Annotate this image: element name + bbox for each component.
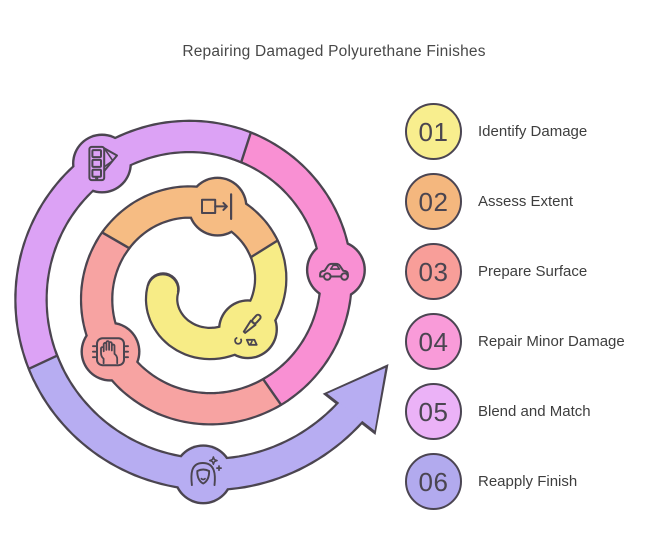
step-number-badge: 02 <box>405 173 462 230</box>
step-label: Assess Extent <box>478 193 574 210</box>
export-box-icon <box>201 193 233 221</box>
step-label: Identify Damage <box>478 123 588 140</box>
step-number-badge: 05 <box>405 383 462 440</box>
hand-scan-icon <box>92 337 129 367</box>
page-title: Repairing Damaged Polyurethane Finishes <box>182 43 486 60</box>
step-item: 04 Repair Minor Damage <box>405 313 625 370</box>
face-sparkle-icon <box>190 456 222 487</box>
spiral-start-cap <box>148 275 178 304</box>
step-label: Blend and Match <box>478 403 591 420</box>
step-number: 04 <box>418 326 449 357</box>
spiral-segment-yellow <box>147 237 286 359</box>
step-number: 01 <box>418 116 449 147</box>
segment-divider <box>100 230 131 250</box>
spiral-segment-purple <box>16 122 251 380</box>
step-number-badge: 03 <box>405 243 462 300</box>
step-number-badge: 04 <box>405 313 462 370</box>
steps-list: 01 Identify Damage 02 Assess Extent 03 P… <box>405 103 625 523</box>
step-label: Reapply Finish <box>478 473 578 490</box>
bulge-yellow <box>220 301 276 357</box>
bulge-salmon <box>82 324 139 380</box>
spiral-segment-salmon <box>82 232 288 424</box>
step-item: 03 Prepare Surface <box>405 243 625 300</box>
step-number: 06 <box>418 466 449 497</box>
arrowhead <box>327 367 386 431</box>
segment-divider <box>27 354 59 371</box>
segment-divider <box>239 131 253 164</box>
step-item: 02 Assess Extent <box>405 173 625 230</box>
step-number: 05 <box>418 396 449 427</box>
step-item: 06 Reapply Finish <box>405 453 625 510</box>
car-icon <box>319 262 349 281</box>
knife-icon <box>234 313 262 346</box>
segment-divider <box>249 238 280 259</box>
step-number: 02 <box>418 186 449 217</box>
segment-divider <box>261 377 283 407</box>
step-label: Repair Minor Damage <box>478 333 625 350</box>
step-number: 03 <box>418 256 449 287</box>
swatch-fan-icon <box>88 145 118 182</box>
bulge-lavender <box>175 446 231 502</box>
step-item: 01 Identify Damage <box>405 103 625 160</box>
step-label: Prepare Surface <box>478 263 588 280</box>
step-number-badge: 06 <box>405 453 462 510</box>
step-item: 05 Blend and Match <box>405 383 625 440</box>
step-number-badge: 01 <box>405 103 462 160</box>
